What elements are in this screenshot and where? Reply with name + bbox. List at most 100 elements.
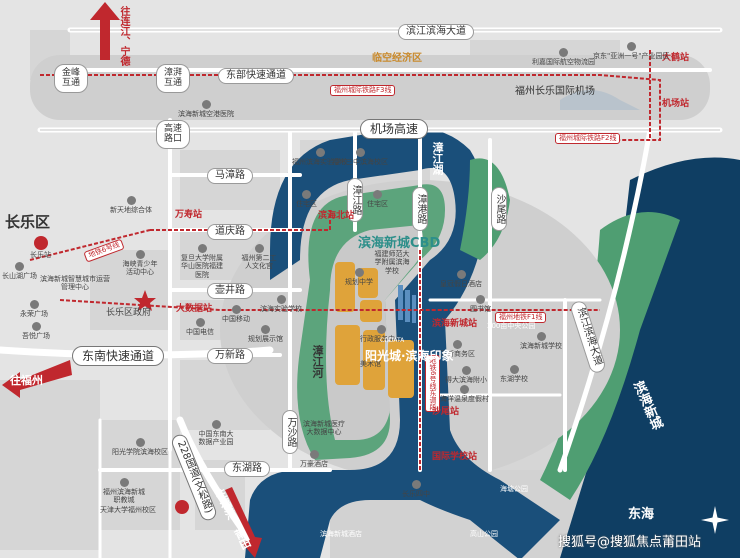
interchange-zhangbo: 漳湃互通	[156, 64, 190, 93]
label-cbd: 滨海新城CBD	[358, 236, 441, 251]
building-icon	[261, 325, 270, 334]
poi-changle-gov: 长乐区政府	[106, 308, 152, 318]
poi-youth-center: 海峡青少年活动中心	[120, 250, 160, 277]
road-east-expressway: 东部快速通道	[218, 68, 294, 84]
road-mazhang: 马漳路	[207, 168, 253, 184]
poi-fujian-normal: 福建师范大学附属滨海学校	[374, 250, 410, 275]
road-wanxin: 万新路	[207, 348, 253, 364]
cbd-parcels	[335, 262, 414, 398]
hotel-icon	[456, 270, 466, 279]
poi-smart-city: 滨海新城智慧城市运营管理中心	[40, 275, 110, 292]
library-icon	[476, 295, 485, 304]
road-binjiang-binhai: 滨江滨海大道	[398, 24, 474, 40]
poi-changshan-square: 长山湖广场	[2, 262, 37, 280]
poi-donghu-school: 东湖学校	[500, 365, 528, 383]
building-icon	[195, 318, 205, 327]
poi-hot-spring: 海洋温泉度假村	[440, 385, 489, 403]
poi-residential-2: 住宅区	[367, 190, 388, 208]
arrow-west-icon	[2, 360, 72, 398]
poi-liyuan: 利嘉国际航空物流园	[532, 48, 595, 66]
poi-admin-center: 行政服务中心	[360, 325, 402, 343]
building-icon	[453, 340, 462, 349]
hotel-icon	[460, 385, 469, 394]
poi-huashan-hospital: 复旦大学附属华山医院福建医院	[178, 244, 226, 279]
watermark: 搜狐号@搜狐焦点莆田站	[558, 535, 702, 550]
poi-wanxin-business: 万新商务区	[440, 340, 475, 358]
direction-fuzhou: 往福州	[10, 374, 43, 387]
project-brand: CDDATA	[380, 337, 405, 344]
school-icon	[411, 480, 421, 489]
hospital-icon	[201, 100, 211, 109]
label-zhangjiang-lake: 漳江湖	[431, 142, 444, 175]
station-shawei: 沙尾站	[432, 407, 460, 417]
poi-changle-station: 长乐站	[30, 236, 51, 259]
poi-marriott: 万豪酒店	[300, 450, 328, 468]
poi-yongrong-square: 永荣广场	[20, 300, 48, 318]
square-icon	[29, 300, 39, 309]
poi-residential-1: 住宅区	[296, 190, 317, 208]
road-daoqing: 道庆路	[207, 224, 253, 240]
station-binhaixincheng: 滨海新城站	[432, 319, 478, 329]
poi-yangguang: 阳光学院滨海校区	[112, 438, 168, 456]
square-icon	[31, 322, 41, 331]
station-binhaibei: 滨海北站	[318, 211, 355, 221]
star-icon	[134, 290, 156, 311]
poi-library: 图书馆	[470, 295, 491, 313]
train-icon	[175, 500, 189, 514]
poi-telecom-2: 滨海实验学校	[260, 295, 302, 313]
poi-binhai-school: 滨海新城学校	[520, 332, 562, 350]
poi-gaoshan-park: 高山公园	[470, 530, 498, 538]
building-icon	[231, 305, 241, 314]
station-airport: 机场站	[662, 99, 690, 109]
poi-binhai-primary: 得大滨海附小	[445, 366, 487, 384]
road-southeast-expressway: 东南快速通道	[72, 346, 165, 366]
poi-sanzhong: 福州三中滨海校区	[332, 148, 388, 166]
label-airport-zone: 临空经济区	[372, 53, 422, 64]
school-icon	[315, 148, 325, 157]
school-icon	[119, 478, 129, 487]
label-east-sea: 东海	[628, 507, 655, 522]
poi-airport: 福州长乐国际机场	[515, 86, 595, 97]
hotel-icon	[309, 450, 319, 459]
road-shawei: 沙尾路	[491, 187, 507, 231]
road-zhanggang: 漳港路	[412, 187, 428, 231]
building-icon	[559, 48, 568, 57]
metro-f2-label: 福州城际铁路F2线	[555, 133, 621, 144]
poi-vocational-city: 福州滨海新城职教城	[100, 478, 148, 505]
poi-central-park: 200亩中央公园	[487, 322, 536, 330]
poi-binhai-exp-school: 福州滨海实验学校	[292, 148, 348, 166]
school-icon	[354, 268, 364, 277]
poi-xintiandi: 新天地综合体	[110, 196, 152, 214]
compass-icon	[701, 506, 729, 534]
poi-medical-bigdata: 滨海新城医疗大数据中心	[303, 420, 345, 437]
road-taijing: 壶井路	[207, 283, 253, 299]
hospital-icon	[197, 244, 207, 253]
building-icon	[626, 42, 636, 51]
school-icon	[509, 365, 519, 374]
poi-binhai-hotel: 滨海新城酒店	[320, 530, 362, 538]
home-icon	[302, 190, 311, 199]
arrow-south-icon	[225, 487, 262, 558]
station-guojixuexiao: 国际学校站	[432, 452, 478, 462]
poi-wuyue-square: 吾悦广场	[22, 322, 50, 340]
poi-mobile: 中国移动	[222, 305, 250, 323]
road-wansha: 万沙路	[282, 410, 298, 454]
poi-tianjin-uni: 天津大学福州校区	[100, 506, 156, 514]
interchange-jinfeng: 金峰互通	[54, 64, 88, 93]
metro-f3-label: 福州城际铁路F3线	[330, 85, 396, 96]
train-icon	[33, 236, 48, 250]
station-wanshou: 万寿站	[175, 210, 203, 220]
arrow-north-icon	[90, 2, 120, 60]
station-dashuju: 大数据站	[176, 304, 213, 314]
station-dahe: 大鹤站	[662, 53, 690, 63]
poi-haitang-park: 海塘公园	[500, 485, 528, 493]
mall-icon	[126, 196, 136, 205]
poi-airport-hospital: 滨海新城空港医院	[178, 100, 234, 118]
label-zhangjiang-river: 漳江河	[311, 345, 324, 378]
school-icon	[461, 366, 471, 375]
poi-art-museum: 美术馆	[360, 360, 381, 368]
school-icon	[536, 332, 546, 341]
poi-planning-hall: 规划展示馆	[248, 325, 283, 343]
building-icon	[211, 420, 221, 429]
